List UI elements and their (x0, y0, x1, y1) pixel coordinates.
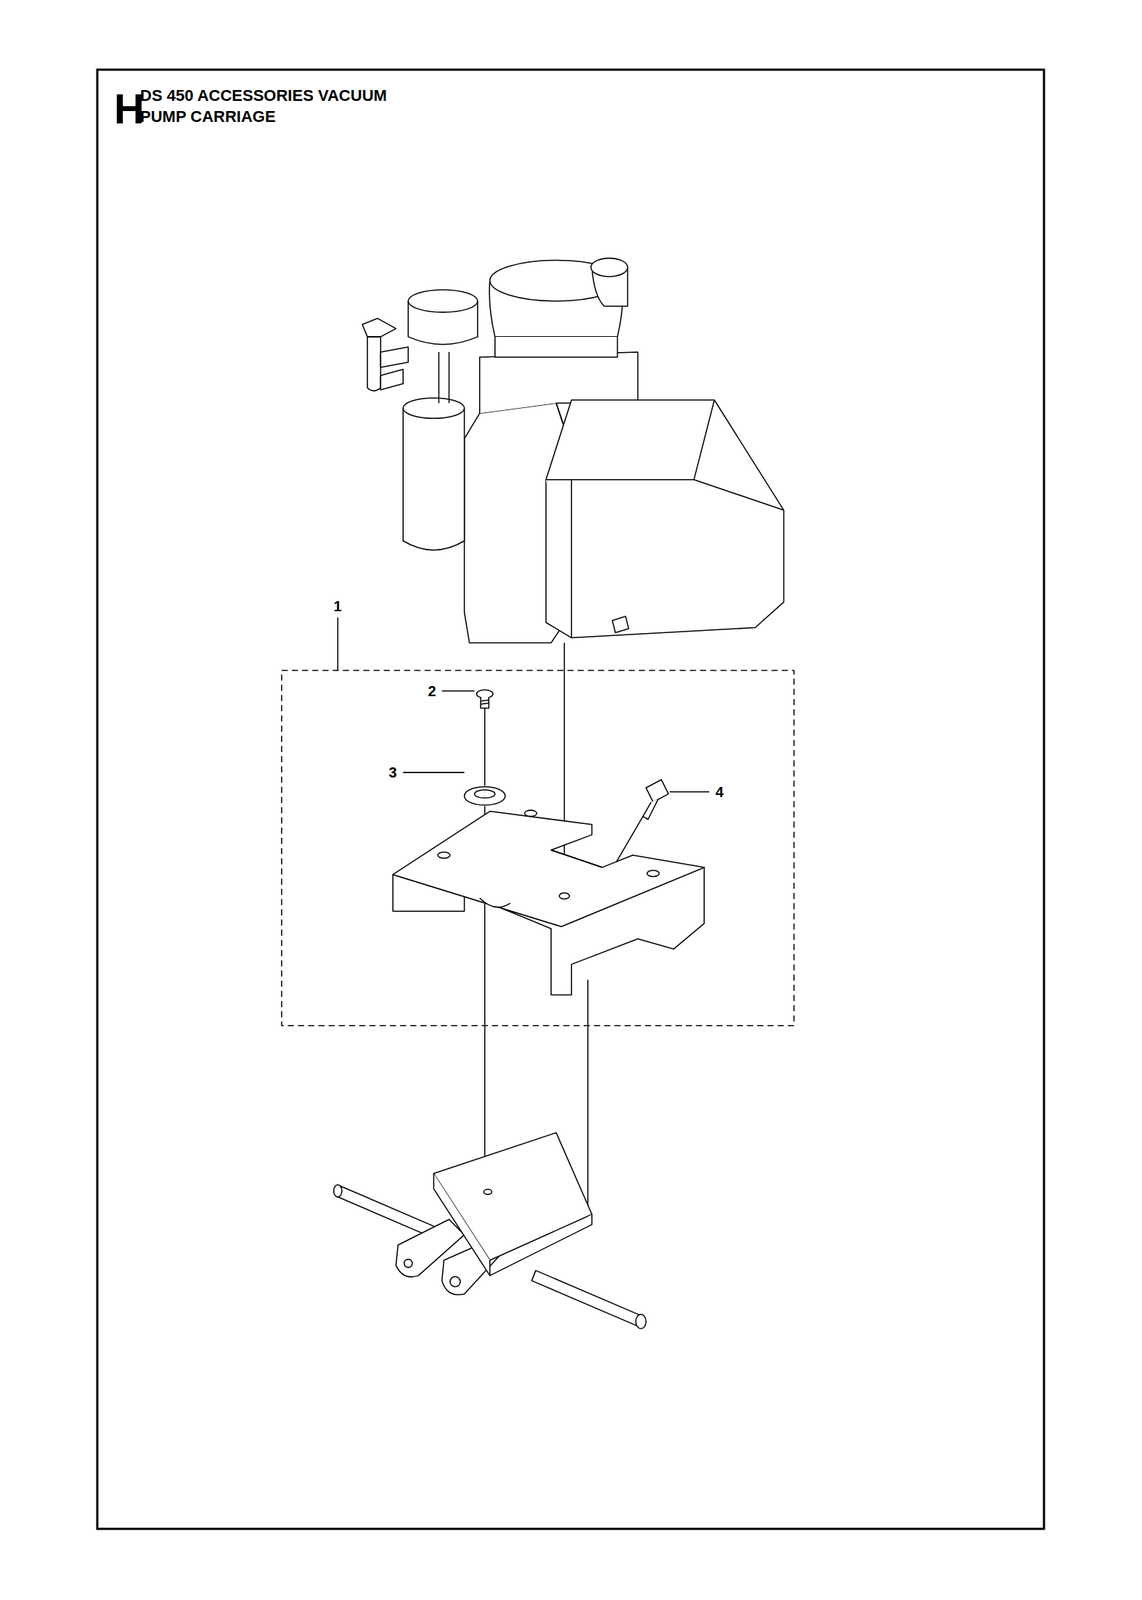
callout-number: 2 (427, 683, 436, 699)
page-title: DS 450 ACCESSORIES VACUUM PUMP CARRIAGE (140, 84, 391, 128)
exploded-view (281, 258, 795, 1330)
washer-part (464, 786, 506, 806)
callout-number: 1 (333, 598, 342, 614)
assembly-lines (281, 617, 795, 1214)
callout-number: 4 (715, 784, 724, 800)
screw-part (476, 689, 493, 708)
carriage-frame (333, 1132, 647, 1329)
callout-number: 3 (388, 765, 397, 780)
page-frame (97, 69, 1044, 1529)
section-letter: H (113, 87, 145, 130)
bracket-plate (392, 810, 705, 995)
vacuum-pump (362, 258, 785, 644)
bolt-part (643, 779, 669, 820)
